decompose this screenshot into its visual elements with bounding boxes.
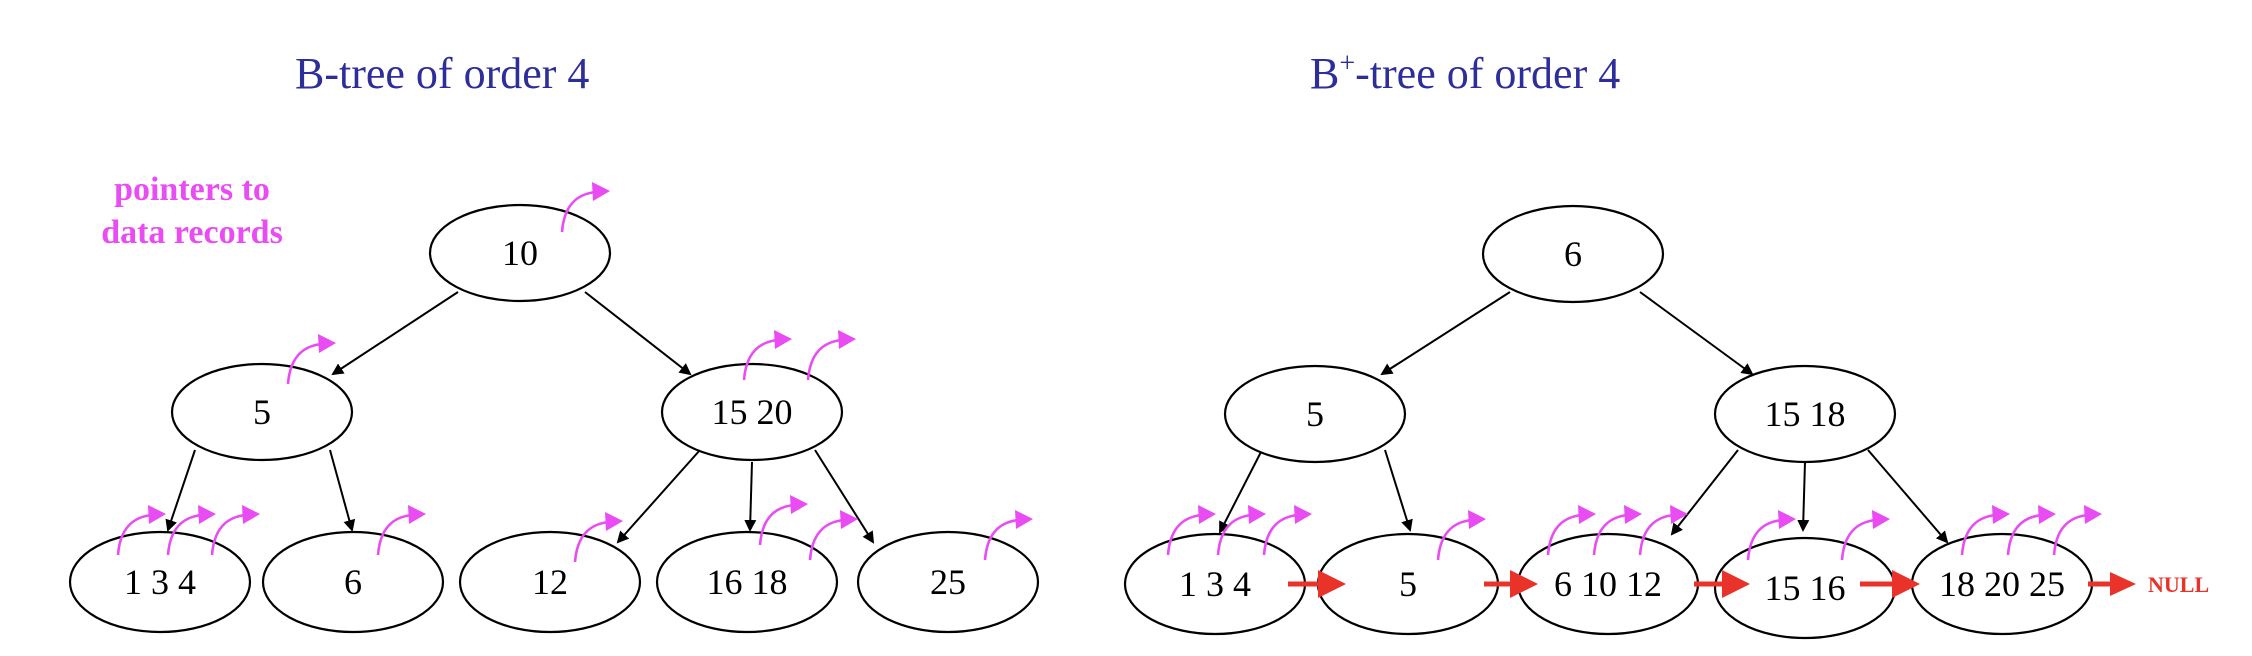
bplustree-leaf-node: 15 16	[1713, 536, 1897, 640]
btree-root-node: 10	[428, 203, 612, 303]
data-record-pointer-icon	[286, 334, 336, 385]
bplustree-leaf-keys: 15 16	[1765, 568, 1846, 608]
bplustree-leaf-node: 6 10 12	[1516, 532, 1700, 636]
bplustree-internal-keys-left: 5	[1306, 394, 1324, 434]
bplustree-internal-node: 5	[1223, 364, 1407, 464]
data-record-pointer-icon	[1746, 510, 1796, 561]
data-record-pointer-icon	[2006, 505, 2056, 556]
data-record-pointer-icon	[1166, 505, 1216, 556]
null-label: NULL	[2148, 572, 2209, 597]
data-record-pointer-icon	[1262, 505, 1312, 556]
bplustree-edges	[1219, 291, 1949, 544]
bplustree-root-keys: 6	[1564, 234, 1582, 274]
bplustree-root-node: 6	[1481, 204, 1665, 304]
btree-leaf-node: 6	[261, 530, 445, 634]
data-record-pointer-icon	[1638, 505, 1688, 556]
data-record-pointer-icon	[983, 510, 1033, 561]
bplustree-internal-keys-right: 15 18	[1765, 394, 1846, 434]
btree-leaf-keys: 16 18	[707, 562, 788, 602]
data-record-pointer-icon	[376, 505, 426, 556]
btree-leaf-node: 1 3 4	[68, 530, 252, 634]
bplustree-internal-node: 15 18	[1713, 364, 1897, 464]
btree-internal-keys-left: 5	[253, 392, 271, 432]
data-record-pointer-icon	[758, 495, 808, 546]
data-record-pointer-icon	[166, 505, 216, 556]
data-record-pointer-icon	[210, 505, 260, 556]
data-record-pointer-icon	[1436, 510, 1486, 561]
leaf-link-arrow	[1288, 570, 1346, 598]
btree-internal-keys-right: 15 20	[712, 392, 793, 432]
data-record-pointer-icon	[560, 182, 610, 233]
data-record-pointer-icon	[806, 330, 856, 381]
btree-edges	[165, 291, 875, 544]
data-record-pointer-icon	[1546, 505, 1596, 556]
leaf-link-arrow	[1484, 570, 1538, 598]
data-pointers-note-line1: pointers to	[114, 171, 270, 208]
btree-title: B-tree of order 4	[295, 49, 589, 98]
btree-leaf-keys: 1 3 4	[124, 562, 196, 602]
data-pointers-note-line2: data records	[101, 214, 283, 251]
null-link-arrow	[2088, 572, 2136, 596]
data-record-pointer-icon	[1960, 505, 2010, 556]
data-record-pointer-icon	[116, 505, 166, 556]
btree-data-pointers	[116, 182, 1033, 563]
bplustree-title-prefix: B	[1310, 49, 1339, 98]
btree-leaf-keys: 12	[532, 562, 568, 602]
btree-root-keys: 10	[502, 233, 538, 273]
bplustree-leaf-keys: 18 20 25	[1939, 564, 2065, 604]
bplustree-leaf-node: 5	[1316, 532, 1500, 636]
btree-leaf-keys: 25	[930, 562, 966, 602]
btree-leaf-node: 12	[458, 530, 642, 634]
btree-leaf-node: 16 18	[655, 530, 839, 634]
bplustree-title-suffix: -tree of order 4	[1355, 49, 1620, 98]
bplustree-leaf-links: NULL	[1288, 570, 2209, 598]
bplustree-leaf-keys: 1 3 4	[1179, 564, 1251, 604]
bplustree-leaf-keys: 6 10 12	[1554, 564, 1662, 604]
data-record-pointer-icon	[1216, 505, 1266, 556]
btree-leaf-node: 25	[856, 530, 1040, 634]
bplustree-leaf-keys: 5	[1399, 564, 1417, 604]
btree-internal-node: 15 20	[660, 362, 844, 462]
btree-internal-node: 5	[170, 362, 354, 462]
bplustree-leaf-node: 18 20 25	[1910, 532, 2094, 636]
data-record-pointer-icon	[573, 512, 623, 563]
data-record-pointer-icon	[742, 330, 792, 381]
bplustree-leaf-node: 1 3 4	[1123, 532, 1307, 636]
data-record-pointer-icon	[1840, 510, 1890, 561]
leaf-link-arrow	[1860, 570, 1920, 598]
bplustree-title-sup: +	[1339, 48, 1355, 79]
leaf-link-arrow	[1694, 570, 1750, 598]
bplustree-data-pointers	[1166, 505, 2102, 561]
data-record-pointer-icon	[1592, 505, 1642, 556]
btree-leaf-keys: 6	[344, 562, 362, 602]
data-record-pointer-icon	[808, 510, 858, 561]
data-record-pointer-icon	[2052, 505, 2102, 556]
bplustree-title: B+-tree of order 4	[1310, 48, 1620, 98]
